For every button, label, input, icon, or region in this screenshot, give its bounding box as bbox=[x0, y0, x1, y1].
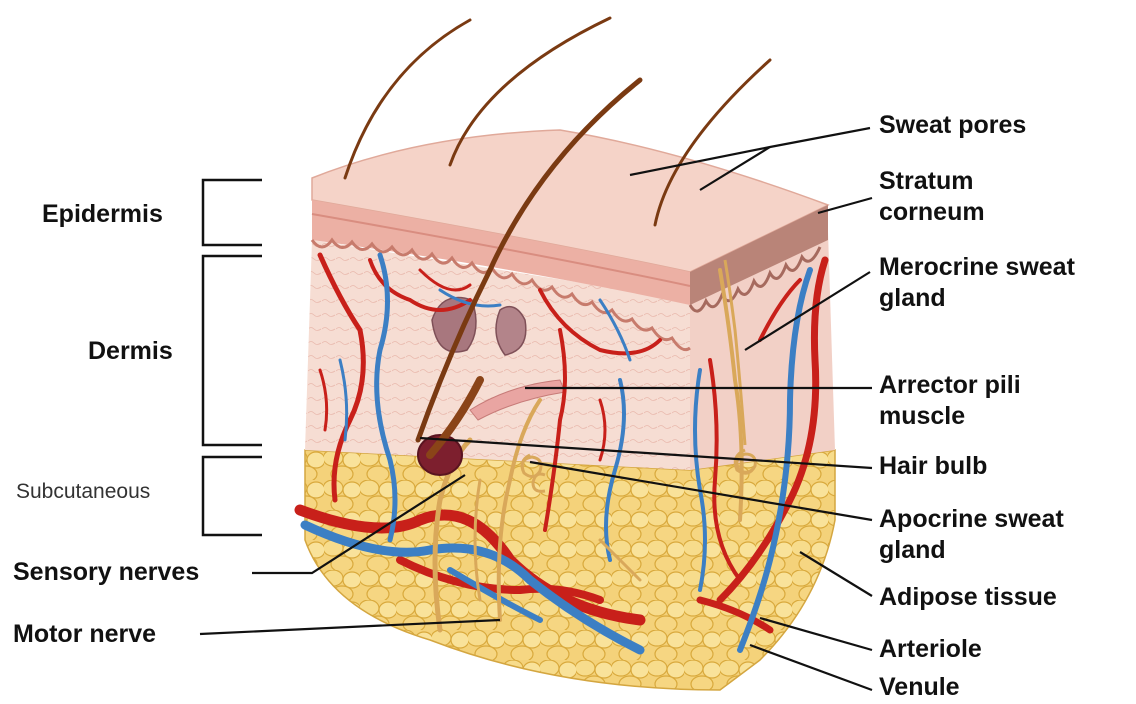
hair-bulb-label: Hair bulb bbox=[879, 451, 987, 482]
adipose-tissue-layer bbox=[305, 450, 835, 690]
venule-label: Venule bbox=[879, 672, 960, 703]
sensory-nerves-label: Sensory nerves bbox=[13, 557, 199, 588]
sweat-pores-label: Sweat pores bbox=[879, 110, 1026, 141]
motor-nerve-label: Motor nerve bbox=[13, 619, 156, 650]
adipose-tissue-label: Adipose tissue bbox=[879, 582, 1057, 613]
arrector-pili-muscle-label: Arrector pili muscle bbox=[879, 370, 1069, 432]
epidermis-label: Epidermis bbox=[42, 199, 163, 230]
layer-brackets bbox=[203, 180, 262, 535]
merocrine-sweat-gland-label: Merocrine sweat gland bbox=[879, 252, 1134, 314]
arteriole-label: Arteriole bbox=[879, 634, 982, 665]
stratum-corneum-label: Stratum corneum bbox=[879, 166, 1019, 228]
dermis-label: Dermis bbox=[88, 336, 173, 367]
apocrine-sweat-gland-label: Apocrine sweat gland bbox=[879, 504, 1129, 566]
subcutaneous-label: Subcutaneous bbox=[16, 476, 150, 507]
